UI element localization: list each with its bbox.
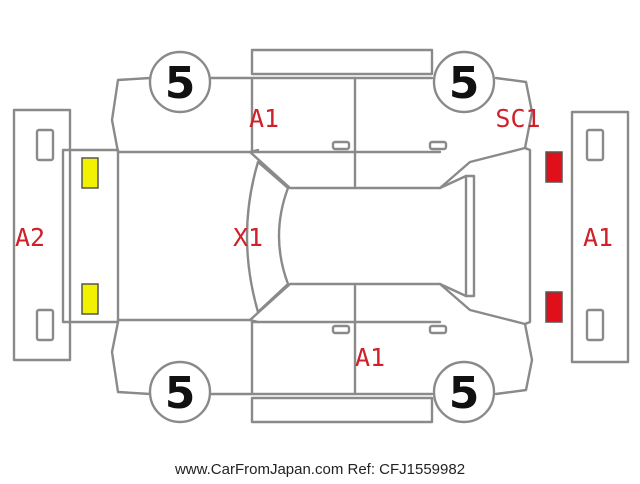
bottom-door-handle-rear [428, 324, 448, 335]
rear-bumper-outline [570, 110, 630, 364]
tyre-front-right-number: 5 [165, 368, 196, 419]
front-lamp-bottom [81, 283, 99, 315]
rear-bumper-slot-top [585, 128, 605, 162]
car-outline [12, 48, 630, 424]
tyre-rear-left-circle [432, 50, 496, 114]
bottom-door-handle-front [331, 324, 351, 335]
front-bumper-slot-top [35, 128, 55, 162]
bottom-side-panel [208, 320, 434, 396]
damage-code-front-bumper: A2 [15, 223, 45, 252]
top-front-fender [110, 76, 152, 154]
tyre-front-left-circle [148, 50, 212, 114]
top-roof-strip [250, 48, 434, 76]
front-bumper-outline [12, 108, 72, 362]
tyre-rear-left-number: 5 [449, 58, 480, 109]
damage-code-rear-bumper: A1 [583, 223, 613, 252]
top-rear-fender [494, 76, 534, 150]
top-side-panel [208, 76, 434, 154]
bottom-roof-strip [250, 396, 434, 424]
windshield-outline [245, 160, 290, 314]
tyre-front-left-number: 5 [165, 58, 196, 109]
rear-bumper-slot-bottom [585, 308, 605, 342]
damage-code-hood: X1 [233, 223, 263, 252]
tyre-rear-right-circle [432, 360, 496, 424]
front-lamp-top [81, 157, 99, 189]
damage-code-rear-top-corner: SC1 [495, 104, 540, 133]
tyre-rear-right-number: 5 [449, 368, 480, 419]
top-door-handle-rear [428, 140, 448, 151]
rear-trunk-outline [464, 174, 476, 298]
footer-credit: www.CarFromJapan.com Ref: CFJ1559982 [174, 461, 465, 478]
damage-code-bottom-side: A1 [355, 343, 385, 372]
damage-code-top-side: A1 [249, 104, 279, 133]
rear-window-outline [438, 174, 468, 298]
rear-lamp-bottom [545, 291, 563, 323]
bottom-rear-fender [494, 322, 534, 396]
tyre-front-right-circle [148, 360, 212, 424]
front-bumper-slot-bottom [35, 308, 55, 342]
rear-lamp-top [545, 151, 563, 183]
top-door-handle-front [331, 140, 351, 151]
bottom-front-fender [110, 320, 152, 396]
hood-outline [248, 146, 532, 326]
